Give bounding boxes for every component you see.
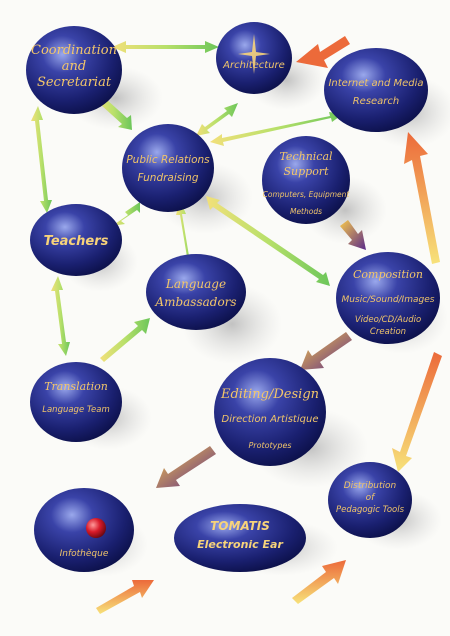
node-language-ambassadors: Language Ambassadors (146, 254, 246, 330)
star-glint-icon (238, 34, 270, 74)
editing-line2: Direction Artistique (222, 414, 319, 425)
arrow-translation-ambassadors (100, 318, 150, 362)
ambassadors-line1: Language (165, 277, 226, 291)
infotheque-label: Infothèque (60, 548, 109, 559)
node-infotheque: Infothèque (34, 488, 134, 572)
technical-line3: Computers, Equipment (263, 190, 351, 199)
internet-line1: Internet and Media (328, 78, 423, 89)
arrow-technical-composition (340, 220, 366, 250)
arrow-public-relations-composition (206, 196, 330, 286)
node-editing: Editing/Design Direction Artistique Prot… (214, 358, 326, 466)
node-architecture: Architecture (216, 22, 292, 94)
arrow-down-distribution (392, 352, 442, 472)
arrow-bottom-left (96, 580, 154, 614)
arrow-coordination-architecture (112, 41, 219, 53)
distribution-line1: Distribution (344, 481, 397, 491)
arrow-architecture-public-relations (196, 103, 238, 136)
composition-line3: Video/CD/Audio (355, 315, 421, 325)
tomatis-line1: TOMATIS (210, 519, 270, 533)
distribution-line3: Pedagogic Tools (336, 505, 405, 515)
node-composition: Composition Music/Sound/Images Video/CD/… (336, 252, 440, 344)
distribution-line2: of (366, 493, 377, 503)
coordination-line1: Coordination (31, 43, 117, 58)
node-public-relations: Public Relations Fundraising (122, 124, 214, 212)
internet-line2: Research (353, 96, 400, 107)
composition-line1: Composition (353, 268, 423, 281)
node-coordination: Coordination and Secretariat (26, 26, 122, 114)
technical-line4: Methods (290, 207, 322, 216)
node-translation: Translation Language Team (30, 362, 122, 442)
node-teachers: Teachers (30, 204, 122, 276)
public-relations-line2: Fundraising (138, 172, 199, 184)
connector-arrows (31, 36, 442, 614)
arrow-public-relations-ambassadors (176, 200, 194, 276)
arrow-right-up (404, 132, 440, 264)
coordination-line3: Secretariat (37, 75, 112, 90)
technical-line2: Support (283, 165, 329, 178)
arrow-teachers-translation (51, 276, 70, 356)
arrow-editing-down (156, 446, 216, 488)
editing-line3: Prototypes (248, 441, 291, 450)
node-internet: Internet and Media Research (324, 48, 428, 132)
arrow-coordination-teachers (31, 106, 52, 213)
arrow-public-relations-teachers (112, 202, 140, 226)
translation-line2: Language Team (42, 405, 110, 415)
arrow-bottom-right (292, 560, 346, 604)
tomatis-line2: Electronic Ear (197, 538, 283, 551)
architecture-label: Architecture (222, 60, 285, 71)
node-tomatis: TOMATIS Electronic Ear (174, 504, 306, 572)
teachers-label: Teachers (44, 234, 109, 249)
translation-line1: Translation (44, 380, 108, 393)
ambassadors-line2: Ambassadors (154, 295, 236, 309)
node-technical: Technical Support Computers, Equipment M… (262, 136, 350, 224)
arrow-into-internet (296, 36, 350, 68)
composition-line4: Creation (370, 327, 406, 337)
arrow-composition-editing (300, 332, 352, 370)
arrow-public-relations-internet (210, 112, 343, 146)
technical-line1: Technical (279, 150, 333, 163)
composition-line2: Music/Sound/Images (342, 295, 435, 305)
node-distribution: Distribution of Pedagogic Tools (328, 462, 412, 538)
editing-line1: Editing/Design (220, 387, 319, 402)
coordination-line2: and (62, 59, 86, 74)
red-dot-icon (86, 518, 106, 538)
public-relations-line1: Public Relations (126, 154, 210, 166)
